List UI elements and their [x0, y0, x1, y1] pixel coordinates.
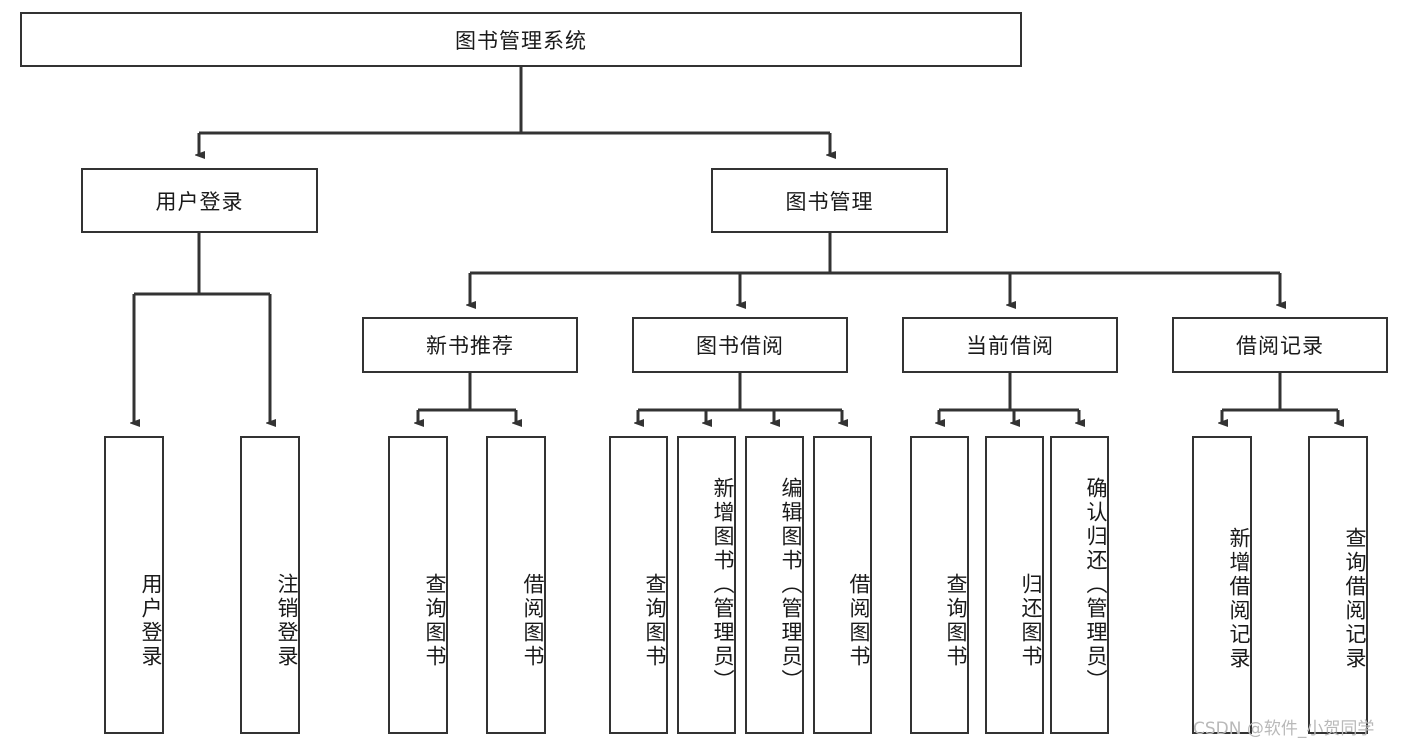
leaf-return-book[interactable]: 归还图书	[985, 436, 1044, 734]
leaf-query-book-recommend[interactable]: 查询图书	[388, 436, 448, 734]
node-book-management[interactable]: 图书管理	[711, 168, 948, 233]
leaf-borrow-book-recommend[interactable]: 借阅图书	[486, 436, 546, 734]
leaf-query-book-borrow[interactable]: 查询图书	[609, 436, 668, 734]
watermark-csdn: CSDN @软件_小贺同学	[1193, 719, 1375, 739]
leaf-user-logout[interactable]: 注销登录	[240, 436, 300, 734]
leaf-query-borrow-record[interactable]: 查询借阅记录	[1308, 436, 1368, 734]
leaf-query-book-current[interactable]: 查询图书	[910, 436, 969, 734]
leaf-confirm-return-admin[interactable]: 确认归还（管理员）	[1050, 436, 1109, 734]
node-new-book-recommend[interactable]: 新书推荐	[362, 317, 578, 373]
leaf-add-book-admin[interactable]: 新增图书（管理员）	[677, 436, 736, 734]
leaf-edit-book-admin[interactable]: 编辑图书（管理员）	[745, 436, 804, 734]
leaf-add-borrow-record[interactable]: 新增借阅记录	[1192, 436, 1252, 734]
node-borrow-records[interactable]: 借阅记录	[1172, 317, 1388, 373]
node-current-borrow[interactable]: 当前借阅	[902, 317, 1118, 373]
leaf-borrow-book[interactable]: 借阅图书	[813, 436, 872, 734]
node-book-borrow[interactable]: 图书借阅	[632, 317, 848, 373]
node-user-login[interactable]: 用户登录	[81, 168, 318, 233]
node-root-system[interactable]: 图书管理系统	[20, 12, 1022, 67]
leaf-user-login[interactable]: 用户登录	[104, 436, 164, 734]
